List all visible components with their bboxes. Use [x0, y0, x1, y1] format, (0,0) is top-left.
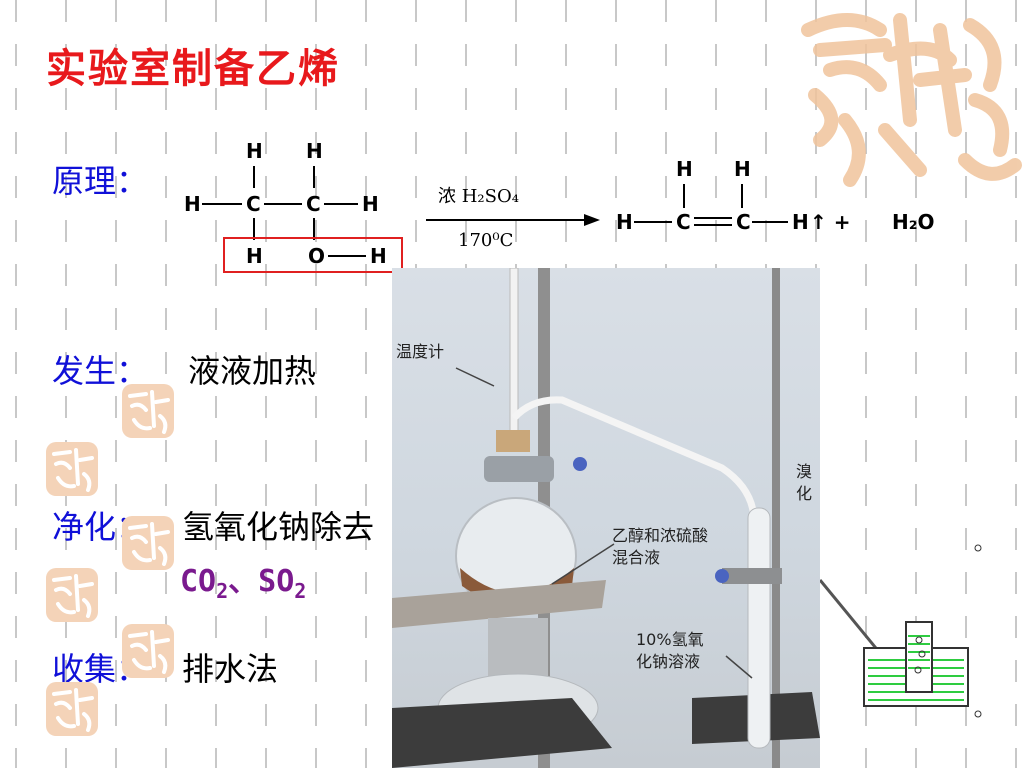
- atom-h: H: [616, 210, 633, 234]
- condition-bottom: 170⁰C: [458, 230, 513, 251]
- reaction-arrowhead: [584, 214, 600, 226]
- generation-label: 发生：: [52, 352, 149, 390]
- thermometer-label: 温度计: [396, 342, 445, 361]
- atom-o: O: [308, 244, 325, 268]
- formula-separator: 、: [228, 564, 259, 599]
- collection-text: 排水法: [182, 650, 279, 688]
- atom-c: C: [306, 192, 321, 216]
- water-formula: H₂O: [892, 210, 935, 234]
- so2-formula: SO: [258, 564, 295, 599]
- principle-label: 原理：: [52, 162, 149, 200]
- generation-text: 液液加热: [188, 352, 317, 390]
- seal-stamp: [120, 514, 176, 572]
- so2-subscript: 2: [294, 579, 307, 603]
- co2-formula: CO: [180, 564, 217, 599]
- atom-h: H: [184, 192, 201, 216]
- purification-text: 氢氧化钠除去: [182, 508, 375, 546]
- seal-stamp: [120, 382, 176, 440]
- naoh-label-line2: 化钠溶液: [636, 652, 701, 671]
- atom-h: H: [676, 157, 693, 181]
- naoh-label-line1: 10%氢氧: [636, 630, 704, 649]
- water-collection-diagram: [818, 530, 1024, 730]
- purification-formula: CO2、SO2: [180, 556, 306, 603]
- atom-h: H: [246, 244, 263, 268]
- atom-h: H: [370, 244, 387, 268]
- decorative-seal-large: [790, 0, 1024, 200]
- atom-c: C: [246, 192, 261, 216]
- atom-c: C: [676, 210, 691, 234]
- product-tail: ↑ +: [810, 210, 850, 234]
- atom-h: H: [306, 139, 323, 163]
- atom-h: H: [362, 192, 379, 216]
- atom-c: C: [736, 210, 751, 234]
- reaction-equation: H H H C C H H O H 浓 H₂SO₄ 170⁰C H: [176, 136, 966, 276]
- seal-stamp: [44, 440, 100, 498]
- seal-stamp: [44, 566, 100, 624]
- condition-top: 浓 H₂SO₄: [438, 186, 519, 207]
- bromine-label-line2: 化: [796, 484, 813, 503]
- seal-stamp: [120, 622, 176, 680]
- mixture-label-line1: 乙醇和浓硫酸: [612, 526, 709, 545]
- atom-h: H: [792, 210, 809, 234]
- co2-subscript: 2: [216, 579, 229, 603]
- bromine-label-line1: 溴: [796, 462, 813, 481]
- page-title: 实验室制备乙烯: [46, 46, 340, 92]
- hydroxyl-highlight-box: [223, 237, 403, 273]
- atom-h: H: [246, 139, 263, 163]
- mixture-label-line2: 混合液: [612, 548, 661, 567]
- apparatus-photo: 温度计 乙醇和浓硫酸 混合液 10%氢氧 化钠溶液 溴 化: [392, 268, 820, 768]
- seal-stamp: [44, 680, 100, 738]
- atom-h: H: [734, 157, 751, 181]
